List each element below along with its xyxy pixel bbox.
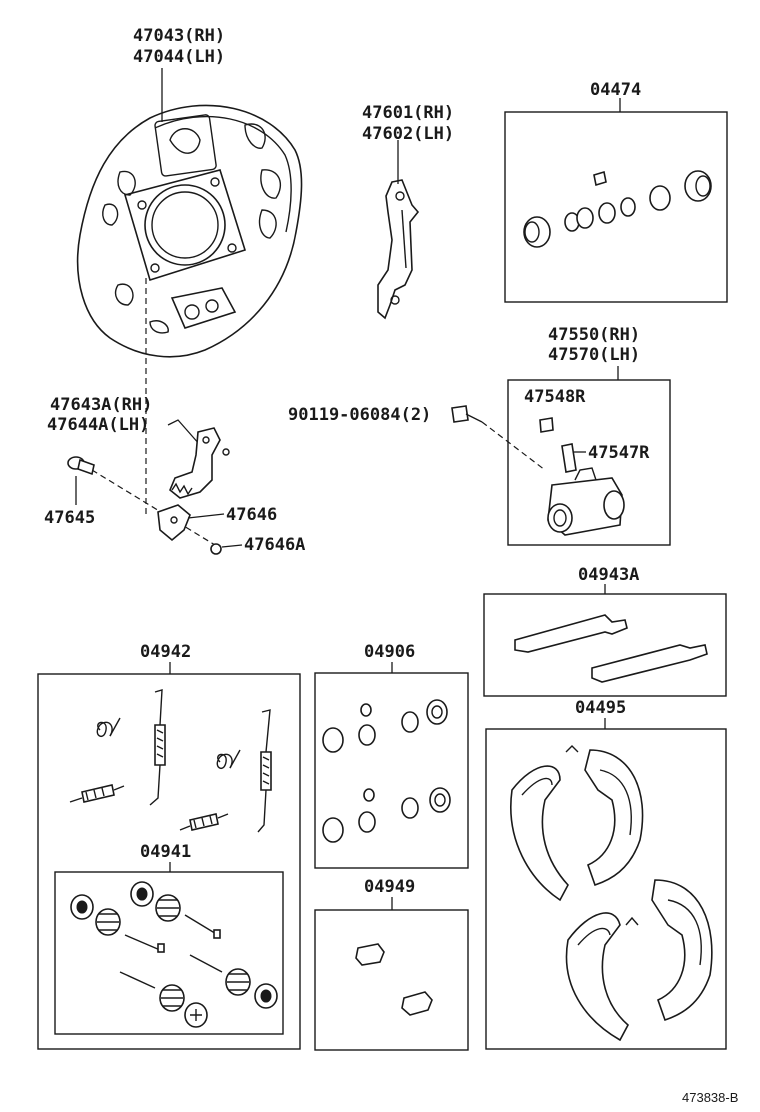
brake-shoes	[510, 745, 713, 1042]
kit-box-04941	[54, 871, 284, 1035]
label-pin: 47645	[44, 508, 95, 528]
bolt-alignment-line	[481, 421, 546, 471]
wheel-cylinder-parts	[523, 170, 712, 248]
springs	[69, 689, 272, 833]
label-04943a: 04943A	[578, 565, 639, 585]
clip-47646a	[210, 543, 222, 555]
hold-down-parts	[70, 881, 278, 1028]
kit-box-04943a	[483, 593, 727, 697]
figure-reference: 473838-B	[682, 1090, 738, 1105]
label-04906: 04906	[364, 642, 415, 662]
kit-box-04949	[314, 909, 469, 1051]
label-04942: 04942	[140, 642, 191, 662]
backing-plate	[76, 104, 303, 358]
label-parking-lever-lh: 47602(LH)	[362, 124, 454, 144]
wheel-cylinder-body	[539, 417, 625, 536]
label-adjust-lever-lh: 47644A(LH)	[47, 415, 149, 435]
pin-47645	[67, 456, 95, 476]
label-bolt: 90119-06084(2)	[288, 405, 431, 425]
label-clip: 47646A	[244, 535, 305, 555]
label-04949: 04949	[364, 877, 415, 897]
leader-adjust-lever	[167, 419, 201, 446]
bolt	[451, 405, 483, 423]
boot-parts	[355, 943, 433, 1016]
label-bleeder-cap: 47548R	[524, 387, 586, 407]
leader-clip	[221, 544, 243, 548]
label-bleeder-plug: 47547R	[588, 443, 650, 463]
label-wheel-cylinder-lh: 47570(LH)	[548, 345, 640, 365]
label-backing-plate-lh: 47044(LH)	[133, 47, 225, 67]
kit-box-wheel-cylinder	[507, 379, 671, 546]
label-04941: 04941	[140, 842, 191, 862]
adjust-lever	[169, 427, 230, 499]
kit-box-04495	[485, 728, 727, 1050]
cup-parts	[322, 699, 451, 843]
label-washer: 47646	[226, 505, 277, 525]
kit-box-04942	[37, 673, 301, 1050]
label-parking-lever-rh: 47601(RH)	[362, 103, 454, 123]
label-wheel-cylinder-rh: 47550(RH)	[548, 325, 640, 345]
alignment-line	[91, 469, 216, 546]
label-adjust-lever-rh: 47643A(RH)	[50, 395, 152, 415]
kit-box-04906	[314, 672, 469, 869]
label-04495: 04495	[575, 698, 626, 718]
washer-47646	[157, 504, 191, 542]
label-backing-plate-rh: 47043(RH)	[133, 26, 225, 46]
parking-lever	[377, 179, 420, 320]
adjuster-strut	[514, 614, 708, 683]
leader-washer	[187, 513, 225, 519]
label-04474: 04474	[590, 80, 641, 100]
kit-box-04474	[504, 111, 728, 303]
